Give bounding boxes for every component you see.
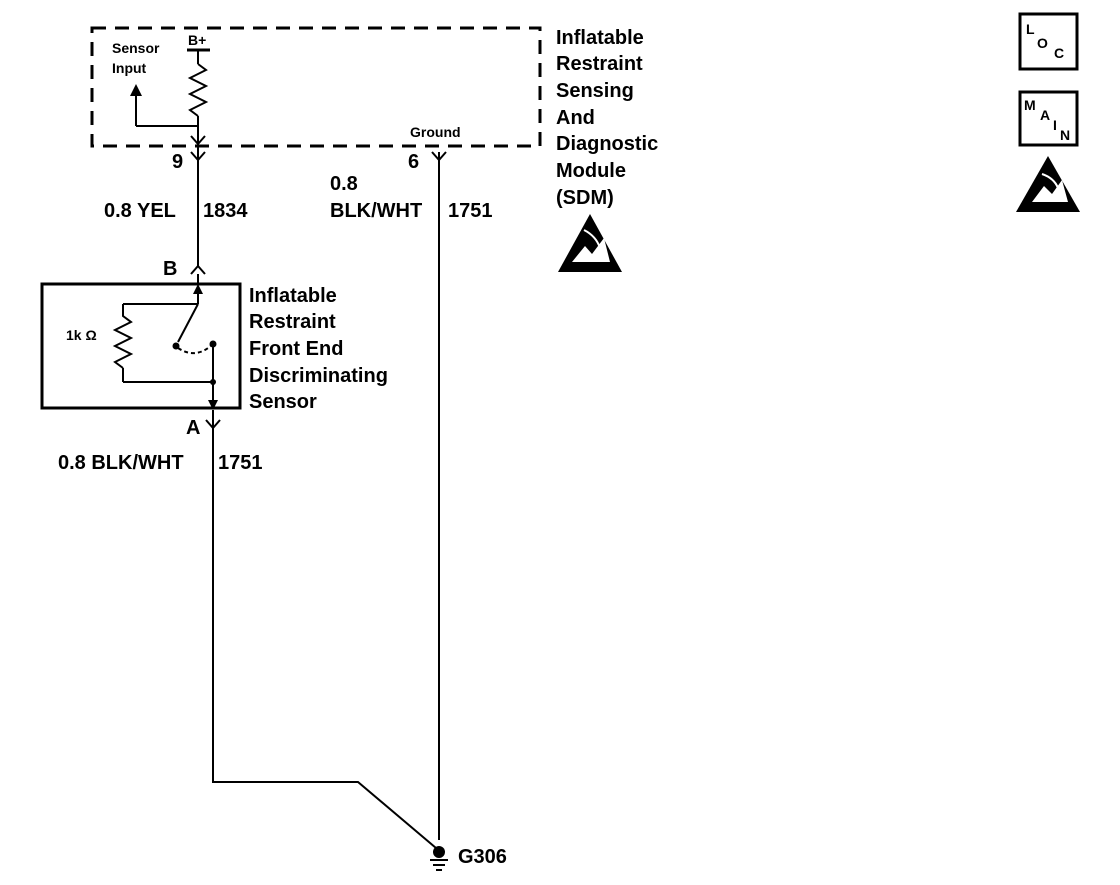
loc-icon[interactable]: L O C bbox=[1018, 12, 1079, 71]
sensor-input-label-1: Sensor bbox=[112, 40, 160, 56]
wire-yel-gauge-color: 0.8 YEL bbox=[104, 200, 176, 222]
main-letter-i: I bbox=[1053, 117, 1057, 133]
bplus-label: B+ bbox=[188, 32, 206, 48]
sdm-name-line-2: Restraint bbox=[556, 53, 643, 75]
sdm-ground-label: Ground bbox=[410, 124, 461, 140]
sdm-name-line-5: Diagnostic bbox=[556, 133, 658, 155]
main-letter-a: A bbox=[1040, 107, 1050, 123]
sdm-name-line-4: And bbox=[556, 107, 595, 129]
sdm-name-line-1: Inflatable bbox=[556, 27, 644, 49]
ground-symbol-icon bbox=[430, 846, 448, 871]
pin-9-label: 9 bbox=[172, 151, 183, 173]
sensor-name-line-5: Sensor bbox=[249, 391, 317, 413]
main-icon[interactable]: M A I N bbox=[1018, 90, 1079, 147]
wire-blkwht-color: BLK/WHT bbox=[330, 200, 422, 222]
wire-blkwht-label-2: 0.8 BLK/WHT bbox=[58, 452, 184, 474]
wire-blkwht-circuit-2: 1751 bbox=[218, 452, 263, 474]
loc-letter-c: C bbox=[1054, 45, 1064, 61]
loc-letter-l: L bbox=[1026, 21, 1035, 37]
pin-9-connector bbox=[190, 128, 206, 162]
wire-blkwht-circuit-1: 1751 bbox=[448, 200, 493, 222]
sdm-name-line-3: Sensing bbox=[556, 80, 634, 102]
sensor-name-line-2: Restraint bbox=[249, 311, 336, 333]
main-letter-n: N bbox=[1060, 127, 1070, 143]
front-end-sensor-box bbox=[40, 282, 242, 410]
sdm-name-line-6: Module bbox=[556, 160, 626, 182]
sensor-input-arrow bbox=[130, 84, 198, 127]
esd-warning-icon bbox=[558, 214, 622, 272]
pin-6-label: 6 bbox=[408, 151, 419, 173]
esd-icon[interactable] bbox=[1016, 156, 1080, 212]
sensor-pin-a-connector bbox=[205, 410, 221, 430]
sensor-internal-circuit bbox=[112, 274, 218, 410]
sensor-pin-b-label: B bbox=[163, 258, 177, 280]
wire-blkwht-1751-sensor-ground bbox=[212, 428, 437, 849]
sensor-name-line-3: Front End bbox=[249, 338, 343, 360]
sdm-name-line-7: (SDM) bbox=[556, 187, 614, 209]
sensor-name: Inflatable Restraint Front End Discrimin… bbox=[249, 285, 388, 413]
sdm-pullup-resistor bbox=[187, 48, 210, 128]
sensor-pin-a-label: A bbox=[186, 417, 200, 439]
ground-label: G306 bbox=[458, 846, 507, 868]
loc-letter-o: O bbox=[1037, 35, 1048, 51]
sdm-name: Inflatable Restraint Sensing And Diagnos… bbox=[556, 27, 658, 209]
sensor-name-line-4: Discriminating bbox=[249, 365, 388, 387]
sensor-pin-b-connector bbox=[190, 264, 206, 275]
sensor-resistance-label: 1k Ω bbox=[66, 327, 97, 343]
sensor-name-line-1: Inflatable bbox=[249, 285, 337, 307]
wire-blkwht-gauge: 0.8 bbox=[330, 173, 358, 195]
pin-6-connector bbox=[431, 151, 447, 162]
main-letter-m: M bbox=[1024, 97, 1036, 113]
sdm-module-box bbox=[90, 26, 542, 148]
sensor-input-label-2: Input bbox=[112, 60, 147, 76]
wire-yel-circuit: 1834 bbox=[203, 200, 248, 222]
